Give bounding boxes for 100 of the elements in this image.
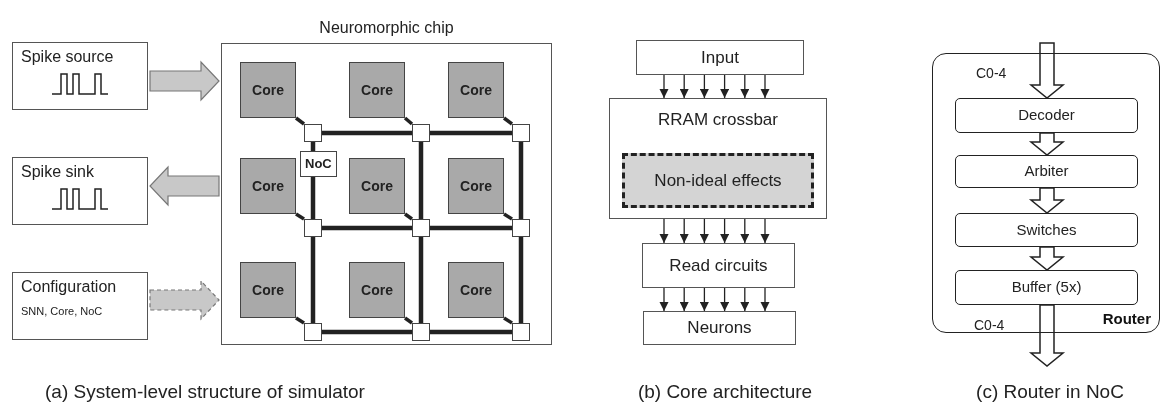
arrow xyxy=(720,218,730,244)
noc-link xyxy=(518,142,524,219)
router-square xyxy=(304,219,322,237)
link-line xyxy=(503,316,513,325)
hollow-arrow xyxy=(1028,246,1066,271)
core-box xyxy=(448,158,504,214)
link-line xyxy=(503,212,513,221)
node-text: Input xyxy=(701,46,739,69)
edge-label: C0-4 xyxy=(974,318,1005,332)
arrow xyxy=(659,287,669,312)
hollow-arrow xyxy=(1028,42,1066,99)
arrow xyxy=(740,218,750,244)
noc-link xyxy=(518,237,524,323)
arrow xyxy=(659,74,669,99)
process-box xyxy=(642,243,795,288)
noc-link xyxy=(322,225,412,231)
core-box xyxy=(448,262,504,318)
stage-box xyxy=(955,155,1138,188)
arrow xyxy=(760,287,770,312)
core-box xyxy=(240,262,296,318)
arrow xyxy=(720,74,730,99)
node-text: Non-ideal effects xyxy=(654,169,782,192)
arrow xyxy=(760,218,770,244)
source-box xyxy=(12,272,148,340)
figure-caption: (b) Core architecture xyxy=(636,380,814,404)
core-box xyxy=(448,62,504,118)
noc-link xyxy=(430,130,512,136)
edge-label: C0-4 xyxy=(976,66,1007,80)
node-text: Decoder xyxy=(1018,105,1075,126)
node-text: Neurons xyxy=(687,317,752,340)
arrow xyxy=(679,287,689,312)
hollow-arrow xyxy=(1028,304,1066,367)
node-text: SNN, Core, NoC xyxy=(21,305,104,319)
node-text: Core xyxy=(361,176,393,196)
arrow xyxy=(699,287,709,312)
router-square xyxy=(412,124,430,142)
hollow-arrow xyxy=(1028,132,1066,156)
router-square xyxy=(412,323,430,341)
router-square xyxy=(304,124,322,142)
node-text: Configuration xyxy=(21,277,118,297)
source-box xyxy=(12,42,148,110)
router-title: Router xyxy=(1102,308,1151,329)
stage-box xyxy=(955,213,1138,247)
core-box xyxy=(240,158,296,214)
hollow-arrow xyxy=(1028,187,1066,214)
link-line xyxy=(502,116,514,126)
stage-box xyxy=(955,270,1138,305)
core-box xyxy=(240,62,296,118)
noc-link xyxy=(430,225,512,231)
noc-link xyxy=(418,237,424,323)
arrow xyxy=(720,287,730,312)
figure-caption: (a) System-level structure of simulator xyxy=(44,380,366,404)
figure-caption: (c) Router in NoC xyxy=(975,380,1125,404)
node-text: Read circuits xyxy=(669,254,768,277)
node-text: Core xyxy=(460,280,492,300)
router-square xyxy=(412,219,430,237)
link-line xyxy=(403,116,414,126)
noc-link xyxy=(322,130,412,136)
block-arrow xyxy=(149,60,220,102)
arrow xyxy=(699,218,709,244)
node-text: Core xyxy=(252,280,284,300)
noc-link xyxy=(418,142,424,219)
node-text: Core xyxy=(460,176,492,196)
effects-box xyxy=(622,153,814,208)
link-line xyxy=(295,316,305,325)
link-line xyxy=(295,212,305,221)
router-square xyxy=(512,124,530,142)
node-text: Core xyxy=(252,176,284,196)
arrow xyxy=(679,218,689,244)
core-box xyxy=(349,262,405,318)
noc-link xyxy=(322,329,412,335)
source-box xyxy=(12,157,148,225)
arrow xyxy=(659,218,669,244)
node-text: Core xyxy=(252,80,284,100)
block-arrow xyxy=(149,165,220,207)
router-container xyxy=(932,53,1160,333)
link-line xyxy=(294,116,306,126)
router-square xyxy=(512,219,530,237)
node-text: Arbiter xyxy=(1024,161,1069,182)
chip-title: Neuromorphic chip xyxy=(318,18,455,38)
node-text: Buffer (5x) xyxy=(1011,277,1082,298)
noc-link xyxy=(310,237,316,323)
router-square xyxy=(512,323,530,341)
core-box xyxy=(349,158,405,214)
core-box xyxy=(349,62,405,118)
link-line xyxy=(404,316,413,325)
link-line xyxy=(404,212,413,221)
node-text: Core xyxy=(460,80,492,100)
router-square xyxy=(304,323,322,341)
node-text: Core xyxy=(361,80,393,100)
node-text: Spike source xyxy=(21,47,115,67)
arrow xyxy=(679,74,689,99)
arrow xyxy=(760,74,770,99)
process-box xyxy=(636,40,804,75)
process-box xyxy=(609,98,827,219)
arrow xyxy=(699,74,709,99)
arrow xyxy=(740,287,750,312)
node-text: Spike sink xyxy=(21,162,95,182)
process-box xyxy=(643,311,796,345)
noc-link xyxy=(430,329,512,335)
